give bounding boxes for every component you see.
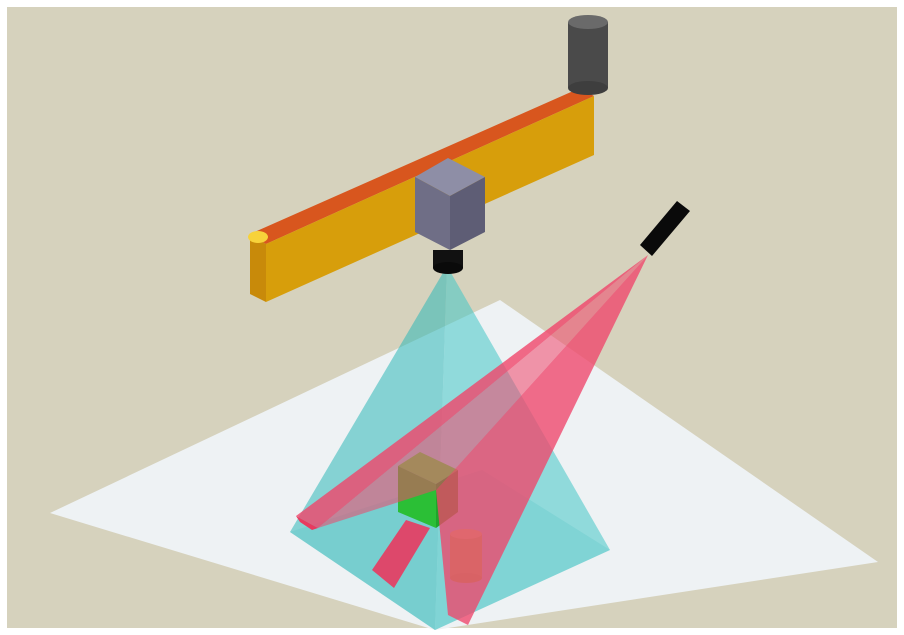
camera-body: [415, 158, 485, 250]
camera-lens: [433, 250, 463, 274]
rotary-motor: [568, 15, 608, 95]
